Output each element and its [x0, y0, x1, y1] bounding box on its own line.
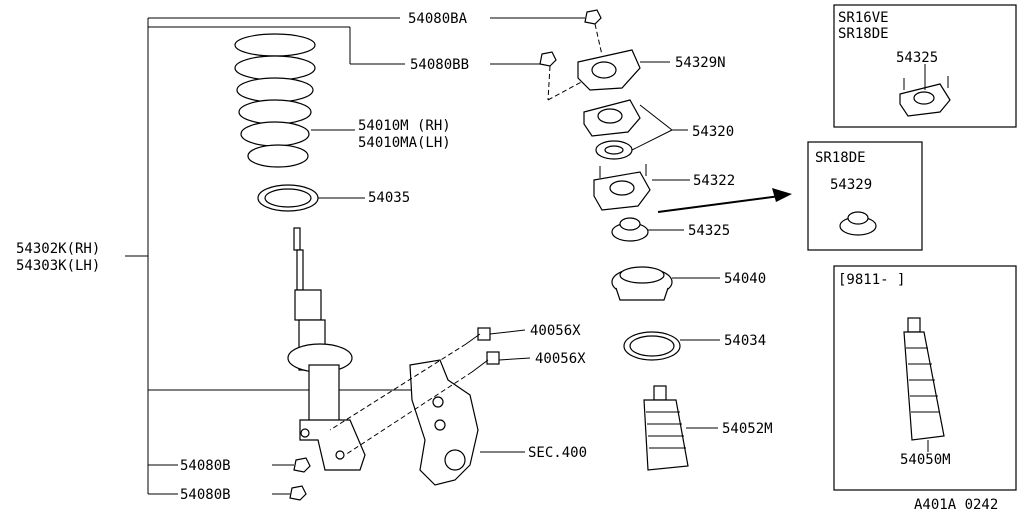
label-54010ma: 54010MA(LH) — [358, 135, 451, 151]
coil-spring — [234, 33, 355, 168]
label-54034: 54034 — [724, 333, 766, 349]
label-54052m: 54052M — [722, 421, 773, 437]
inset-sr18de-part: 54329 — [830, 177, 872, 193]
label-54035: 54035 — [368, 190, 410, 206]
label-54322: 54322 — [693, 173, 735, 189]
footer-code: A401A 0242 — [914, 497, 998, 512]
label-54302k: 54302K(RH) — [16, 241, 100, 257]
label-54080b-b: 54080B — [180, 487, 231, 503]
mount-plate-54329n — [577, 49, 670, 91]
bearing-54325 — [611, 217, 684, 242]
spring-seat-ring — [257, 184, 365, 212]
label-54303k: 54303K(LH) — [16, 258, 100, 274]
label-54080b-a: 54080B — [180, 458, 231, 474]
label-40056x-a: 40056X — [530, 323, 581, 339]
left-bracket — [125, 17, 420, 495]
insulator-54034 — [623, 331, 720, 361]
label-54320: 54320 — [692, 124, 734, 140]
inset-sr16ve-title2: SR18DE — [838, 26, 889, 42]
label-sec400: SEC.400 — [528, 445, 587, 461]
top-nuts — [490, 9, 603, 101]
label-40056x-b: 40056X — [535, 351, 586, 367]
inset-sr16ve — [833, 4, 1017, 128]
label-54329n: 54329N — [675, 55, 726, 71]
label-54080bb: 54080BB — [410, 57, 469, 73]
bump-boot-54052m — [643, 385, 718, 471]
arrow-to-inset — [657, 188, 792, 213]
strut-mount-54322 — [593, 164, 690, 211]
bolts-40056x — [329, 327, 531, 456]
label-54040: 54040 — [724, 271, 766, 287]
label-54080ba: 54080BA — [408, 11, 468, 27]
inset-sr18de — [807, 141, 923, 251]
inset-9811-part: 54050M — [900, 452, 951, 468]
nuts-54080b — [272, 457, 311, 501]
inset-9811 — [833, 265, 1017, 491]
inset-sr18de-title: SR18DE — [815, 150, 866, 166]
strut-mount-54320 — [583, 99, 688, 160]
seat-54040 — [611, 266, 720, 301]
label-54325: 54325 — [688, 223, 730, 239]
strut-assembly — [287, 227, 366, 471]
inset-sr16ve-part: 54325 — [896, 50, 938, 66]
inset-sr16ve-title1: SR16VE — [838, 10, 889, 26]
inset-9811-title: [9811- ] — [838, 272, 905, 288]
steering-knuckle — [409, 359, 525, 486]
label-54010m: 54010M (RH) — [358, 118, 451, 134]
